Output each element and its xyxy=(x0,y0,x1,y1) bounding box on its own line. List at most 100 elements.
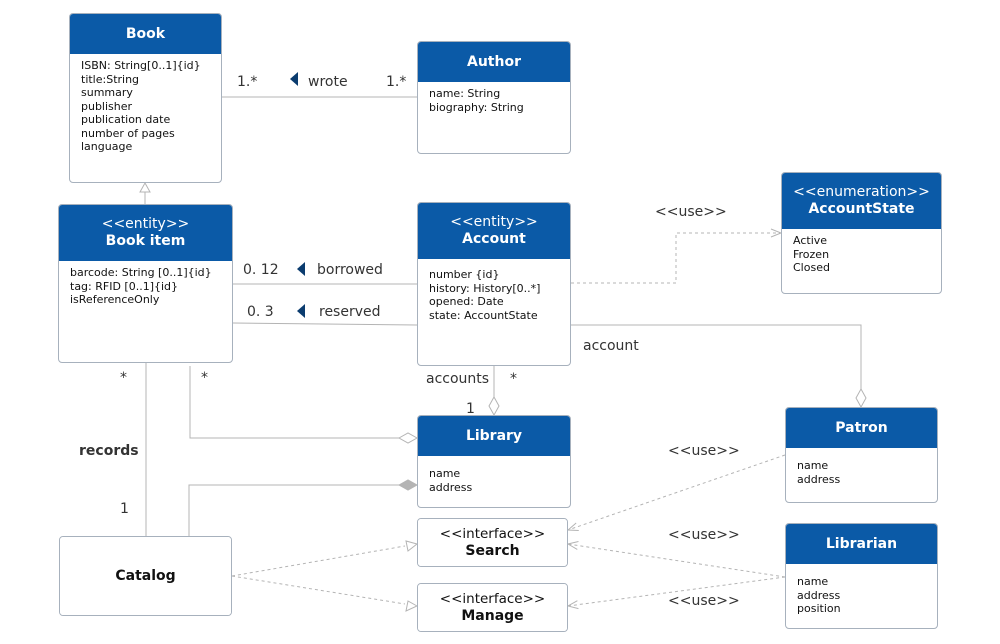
attribute: address xyxy=(797,588,841,602)
class-header: Book xyxy=(70,14,221,54)
attribute: publication date xyxy=(81,113,171,126)
bookitem-aggregation-diamond-icon xyxy=(397,432,419,444)
catalog-search-realization xyxy=(231,545,406,577)
attribute: barcode: String [0..1]{id} xyxy=(70,266,212,279)
interface-search[interactable]: <<interface>> Search xyxy=(417,518,568,567)
class-header: <<entity>> Account xyxy=(418,203,570,259)
multiplicity-label: * xyxy=(120,370,127,386)
library-aggregation-diamond-icon xyxy=(488,395,500,417)
attribute: number of pages xyxy=(81,126,175,140)
association-name-label: records xyxy=(79,443,139,459)
attribute-list: name address position xyxy=(786,564,937,616)
role-label: accounts xyxy=(426,371,490,387)
stereotype-label: <<use>> xyxy=(668,443,740,459)
attribute: name xyxy=(429,467,461,480)
attribute: address xyxy=(429,480,473,494)
attribute: title:String xyxy=(81,72,140,86)
attribute: publisher xyxy=(81,99,133,113)
enum-literal: Frozen xyxy=(793,247,830,261)
class-catalog[interactable]: Catalog xyxy=(59,536,232,616)
interface-manage[interactable]: <<interface>> Manage xyxy=(417,583,568,632)
stereotype-label: <<use>> xyxy=(668,593,740,609)
class-stereotype: <<interface>> xyxy=(439,525,546,542)
attribute-list: name address xyxy=(418,456,570,494)
attribute: number {id} xyxy=(429,268,500,281)
borrowed-direction-arrow xyxy=(297,262,305,276)
association-name-label: borrowed xyxy=(317,262,383,278)
attribute: summary xyxy=(81,86,133,99)
multiplicity-label: 0. 3 xyxy=(247,304,274,320)
role-label: account xyxy=(583,338,639,354)
multiplicity-label: 0. 12 xyxy=(243,262,279,278)
class-patron[interactable]: Patron name address xyxy=(785,407,938,503)
attribute: address xyxy=(797,472,841,486)
multiplicity-label: * xyxy=(510,371,517,387)
attribute: position xyxy=(797,602,841,615)
class-title: Book item xyxy=(105,233,186,249)
search-realization-triangle-icon xyxy=(405,540,419,552)
account-accountstate-dependency xyxy=(571,233,781,284)
class-header: Library xyxy=(418,416,570,456)
class-account[interactable]: <<entity>> Account number {id} history: … xyxy=(417,202,571,366)
attribute-list: name address xyxy=(786,448,937,486)
attribute: language xyxy=(81,140,133,153)
enum-literal: Active xyxy=(793,234,828,247)
attribute: name xyxy=(797,575,829,588)
class-title: Search xyxy=(465,542,520,559)
class-author[interactable]: Author name: String biography: String xyxy=(417,41,571,154)
class-header: Patron xyxy=(786,408,937,448)
enum-literal: Closed xyxy=(793,261,830,274)
attribute: name xyxy=(797,459,829,472)
class-title: Manage xyxy=(461,607,524,624)
attribute: state: AccountState xyxy=(429,308,538,322)
class-book-item[interactable]: <<entity>> Book item barcode: String [0.… xyxy=(58,204,233,363)
class-librarian[interactable]: Librarian name address position xyxy=(785,523,938,629)
attribute: tag: RFID [0..1]{id} xyxy=(70,279,179,293)
class-book[interactable]: Book ISBN: String[0..1]{id} title:String… xyxy=(69,13,222,183)
class-header: Librarian xyxy=(786,524,937,564)
class-stereotype: <<entity>> xyxy=(101,216,190,232)
manage-realization-triangle-icon xyxy=(405,600,419,612)
generalization-triangle-icon xyxy=(139,181,151,193)
attribute: isReferenceOnly xyxy=(70,293,160,306)
class-account-state[interactable]: <<enumeration>> AccountState Active Froz… xyxy=(781,172,942,294)
class-header: <<interface>> Manage xyxy=(418,584,567,631)
account-patron-association xyxy=(571,324,862,390)
librarian-manage-dependency xyxy=(568,576,786,606)
attribute-list: number {id} history: History[0..*] opene… xyxy=(418,259,570,322)
class-header: Author xyxy=(418,42,570,82)
class-title: Patron xyxy=(835,419,888,436)
class-title: AccountState xyxy=(808,201,915,217)
class-title: Librarian xyxy=(825,535,898,552)
attribute: opened: Date xyxy=(429,295,504,308)
multiplicity-label: 1 xyxy=(120,501,129,517)
attribute-list: Active Frozen Closed xyxy=(782,229,941,275)
class-stereotype: <<interface>> xyxy=(439,590,546,607)
attribute-list: barcode: String [0..1]{id} tag: RFID [0.… xyxy=(59,261,232,307)
class-stereotype: <<enumeration>> xyxy=(793,184,930,200)
patron-search-dependency xyxy=(568,454,786,530)
multiplicity-label: * xyxy=(201,370,208,386)
class-header: <<interface>> Search xyxy=(418,519,567,566)
stereotype-label: <<use>> xyxy=(655,204,727,220)
attribute-list: name: String biography: String xyxy=(418,82,570,114)
class-title: Account xyxy=(462,231,526,247)
association-name-label: reserved xyxy=(319,304,381,320)
multiplicity-label: 1 xyxy=(466,401,475,417)
class-title: Book xyxy=(125,25,166,42)
class-title: Author xyxy=(467,53,521,70)
association-name-label: wrote xyxy=(308,74,348,90)
librarian-search-dependency xyxy=(568,544,786,578)
bookitem-library-aggregation xyxy=(189,366,399,439)
catalog-library-composition xyxy=(188,484,399,536)
multiplicity-label: 1.* xyxy=(237,74,258,90)
multiplicity-label: 1.* xyxy=(386,74,407,90)
class-title: Catalog xyxy=(115,567,176,584)
attribute: biography: String xyxy=(429,100,524,114)
patron-aggregation-diamond-icon xyxy=(855,387,867,409)
attribute: history: History[0..*] xyxy=(429,281,541,295)
class-stereotype: <<entity>> xyxy=(450,214,538,230)
attribute: ISBN: String[0..1]{id} xyxy=(81,59,201,72)
class-library[interactable]: Library name address xyxy=(417,415,571,508)
